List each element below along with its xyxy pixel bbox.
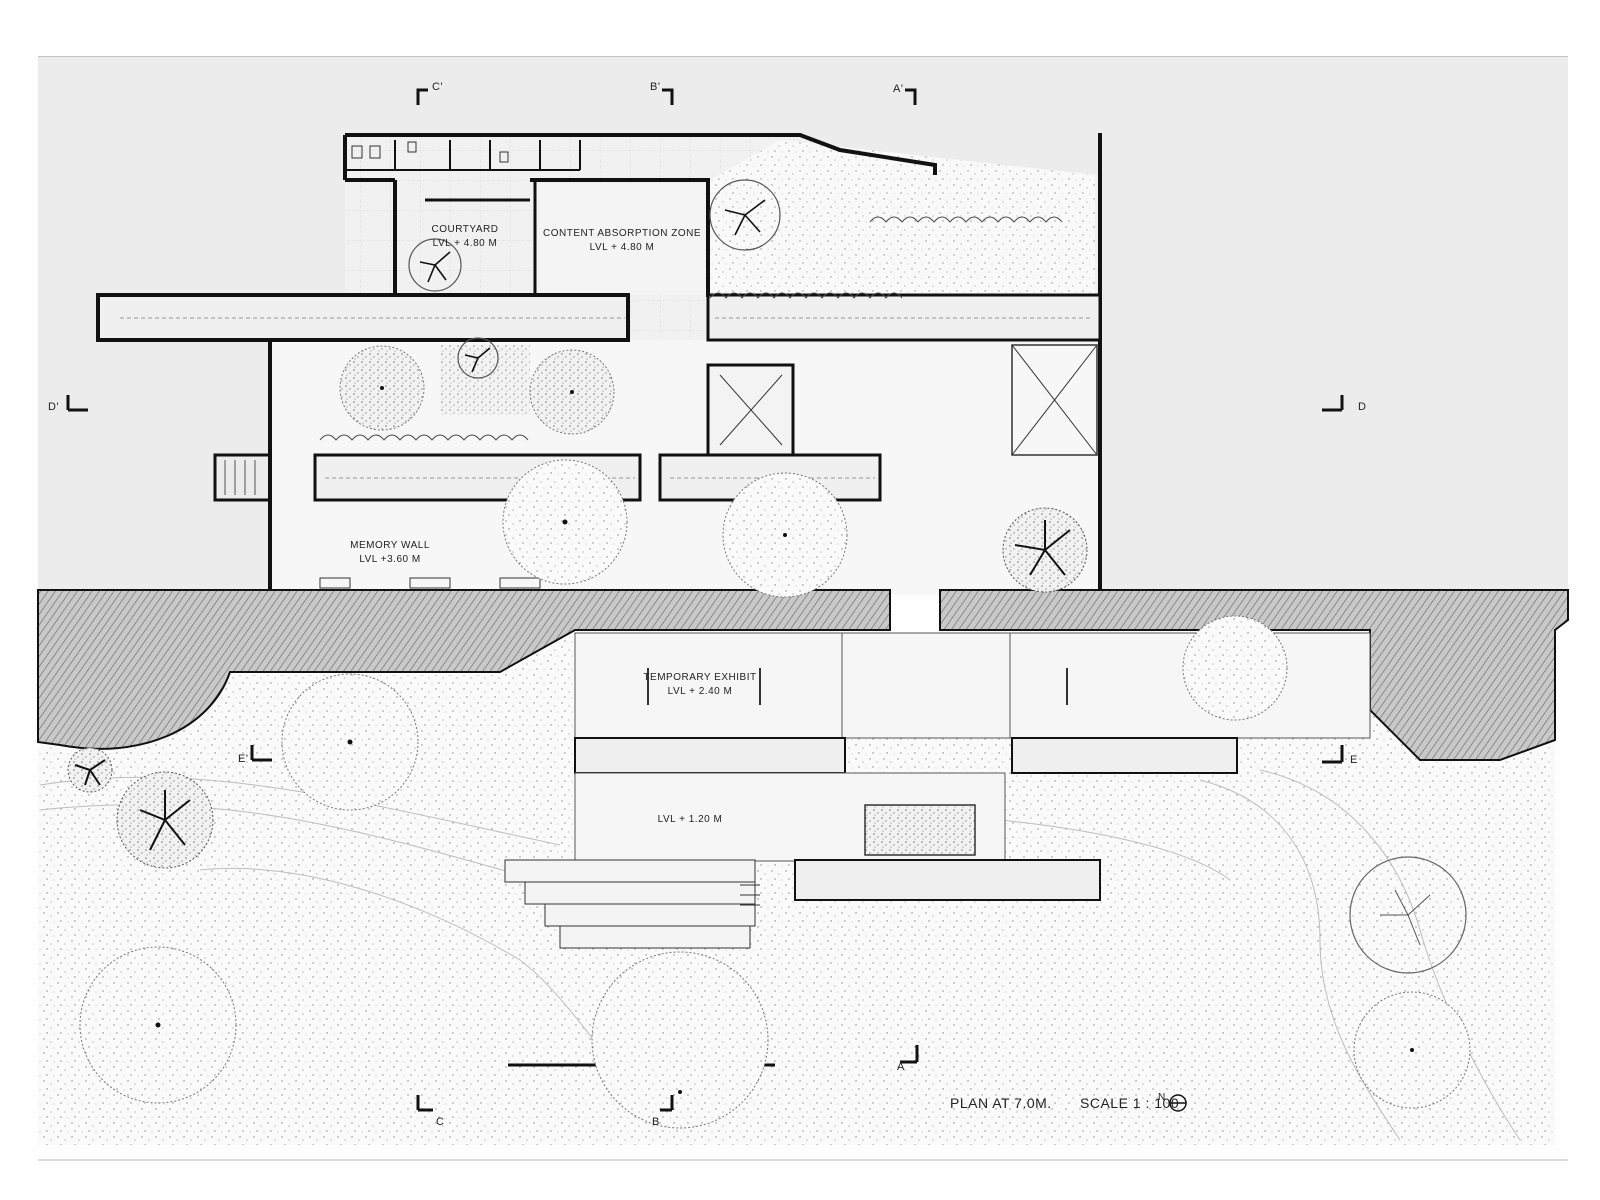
tree-canopy <box>529 349 615 435</box>
memory-wall-label: MEMORY WALL <box>350 540 430 551</box>
section-mark-d: D <box>1358 401 1366 413</box>
tree-canopy <box>116 771 214 869</box>
tree-canopy <box>709 179 781 251</box>
section-mark-d-prime: D' <box>48 401 59 413</box>
tree-canopy <box>502 459 628 585</box>
tree-canopy <box>339 345 425 431</box>
section-mark-c: C <box>436 1116 444 1128</box>
tree-canopy <box>722 472 848 598</box>
courtyard-level: LVL + 4.80 M <box>433 238 498 249</box>
memory-wall-level: LVL +3.60 M <box>359 554 420 565</box>
section-mark-a-prime: A' <box>893 83 903 95</box>
temporary-exhibit-level: LVL + 2.40 M <box>668 686 733 697</box>
tree-canopy <box>281 673 419 811</box>
temporary-exhibit-label: TEMPORARY EXHIBIT <box>643 672 756 683</box>
section-mark-e: E <box>1350 754 1358 766</box>
tree-canopy <box>457 337 499 379</box>
absorption-zone-level: LVL + 4.80 M <box>590 242 655 253</box>
section-mark-a: A <box>897 1061 905 1073</box>
courtyard-label: COURTYARD <box>432 224 499 235</box>
tree-canopy <box>67 747 113 793</box>
trees <box>67 179 1471 1129</box>
north-arrow-icon <box>1169 1094 1187 1112</box>
tree-canopy <box>1349 856 1467 974</box>
section-mark-e-prime: E' <box>238 753 248 765</box>
upper-building <box>96 133 1102 595</box>
absorption-zone-label: CONTENT ABSORPTION ZONE <box>543 228 701 239</box>
tree-canopy <box>79 946 237 1104</box>
shrub-rows <box>319 216 1063 441</box>
tree-canopy <box>408 238 462 292</box>
tree-canopy <box>1182 615 1288 721</box>
lower-level-label: LVL + 1.20 M <box>658 814 723 825</box>
tree-canopy <box>1002 507 1088 593</box>
tree-canopy <box>591 951 769 1129</box>
tree-canopy <box>1353 991 1471 1109</box>
section-mark-c-prime: C' <box>432 81 443 93</box>
section-markers <box>66 88 1344 1112</box>
section-mark-b-prime: B' <box>650 81 660 93</box>
scale-label: SCALE 1 : 100 <box>1080 1095 1179 1111</box>
plan-title: PLAN AT 7.0M. <box>950 1095 1052 1111</box>
north-label: N <box>1158 1092 1166 1103</box>
section-mark-b: B <box>652 1116 660 1128</box>
